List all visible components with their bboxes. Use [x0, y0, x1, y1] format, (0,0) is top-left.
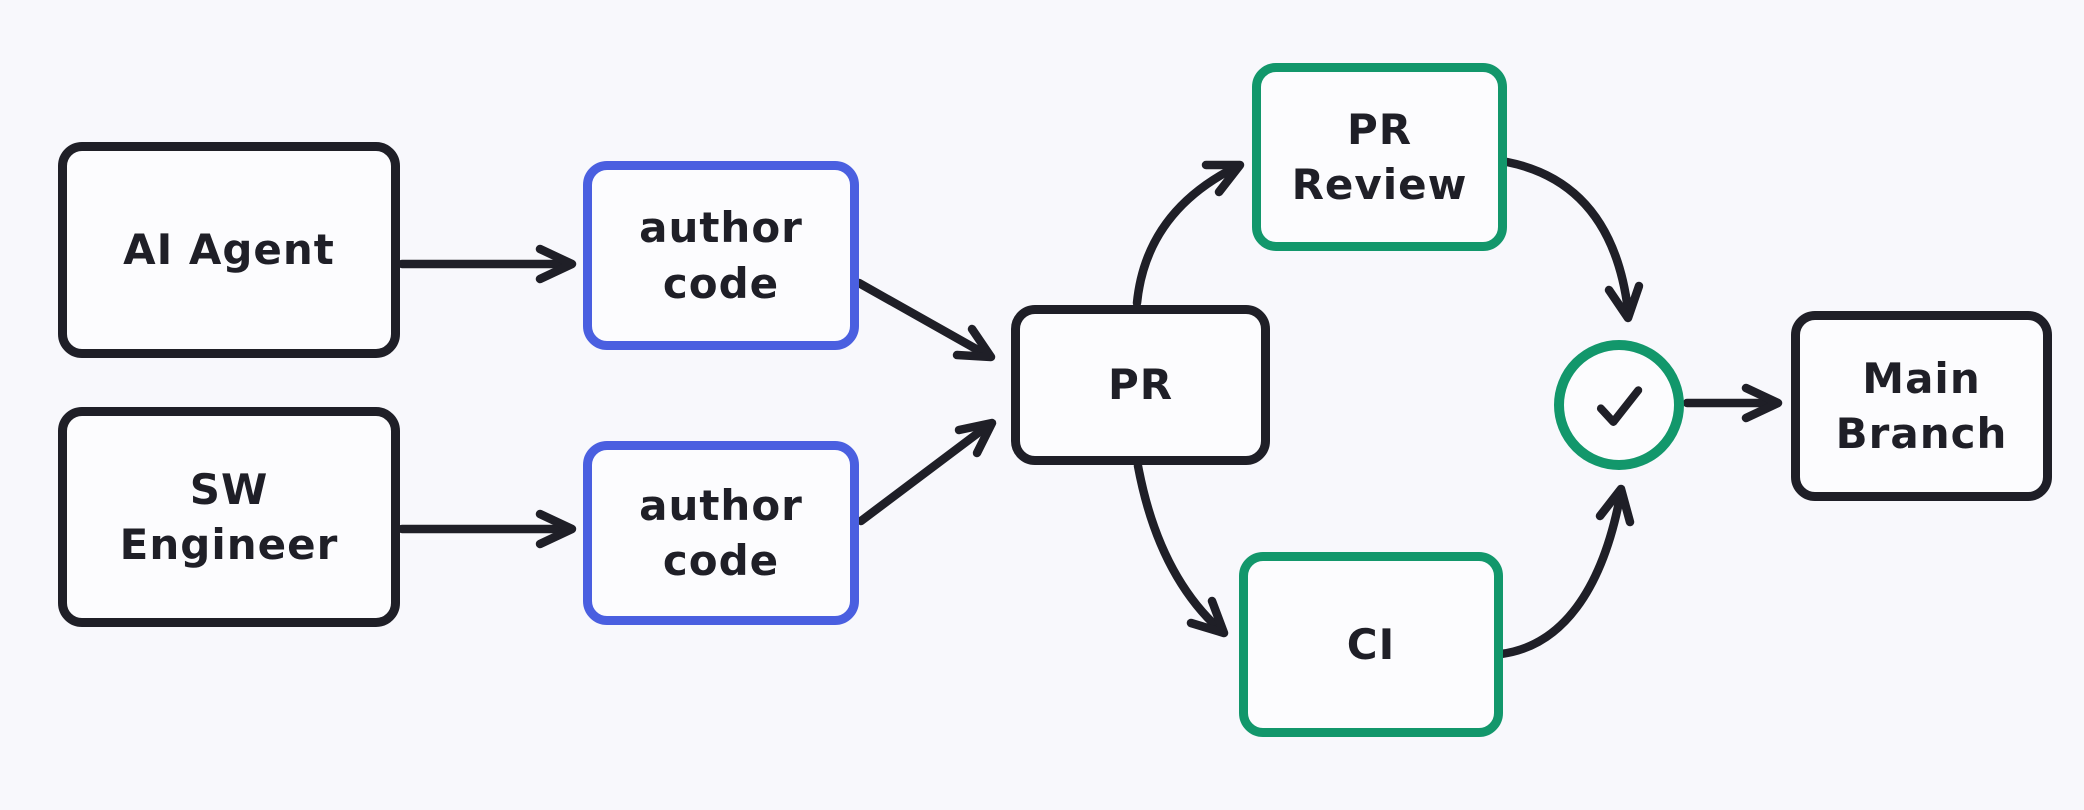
node-check-circle — [1554, 340, 1684, 470]
node-ci-label: CI — [1346, 619, 1396, 669]
node-main-branch: Main Branch — [1791, 311, 2052, 501]
node-main-branch-label: Main Branch — [1835, 353, 2008, 458]
node-sw-engineer-label: SW Engineer — [119, 464, 339, 569]
edge-ci-to-check — [1496, 484, 1635, 659]
node-pr-label: PR — [1107, 360, 1174, 410]
edge-pr-review-to-check — [1502, 157, 1644, 323]
edge-pr-to-ci — [1133, 461, 1229, 638]
node-ai-agent-label: AI Agent — [123, 225, 335, 275]
edge-sw-engineer-to-author-code-bottom — [397, 509, 577, 549]
checkmark-icon — [1596, 386, 1643, 426]
edge-author-code-top-to-pr — [854, 278, 996, 362]
node-ai-agent: AI Agent — [58, 142, 400, 358]
edge-author-code-bottom-to-pr — [856, 418, 997, 526]
node-author-code-top-label: author code — [639, 203, 803, 308]
node-pr-review: PR Review — [1252, 63, 1507, 251]
edge-ai-agent-to-author-code-top — [397, 244, 577, 284]
node-pr: PR — [1011, 305, 1270, 465]
edge-check-to-main-branch — [1682, 383, 1783, 423]
node-pr-review-label: PR Review — [1291, 104, 1468, 209]
node-author-code-bottom: author code — [583, 441, 859, 625]
edge-pr-to-pr-review — [1132, 160, 1245, 308]
node-author-code-bottom-label: author code — [639, 480, 803, 585]
node-ci: CI — [1239, 552, 1503, 737]
node-author-code-top: author code — [583, 161, 859, 350]
node-sw-engineer: SW Engineer — [58, 407, 400, 627]
